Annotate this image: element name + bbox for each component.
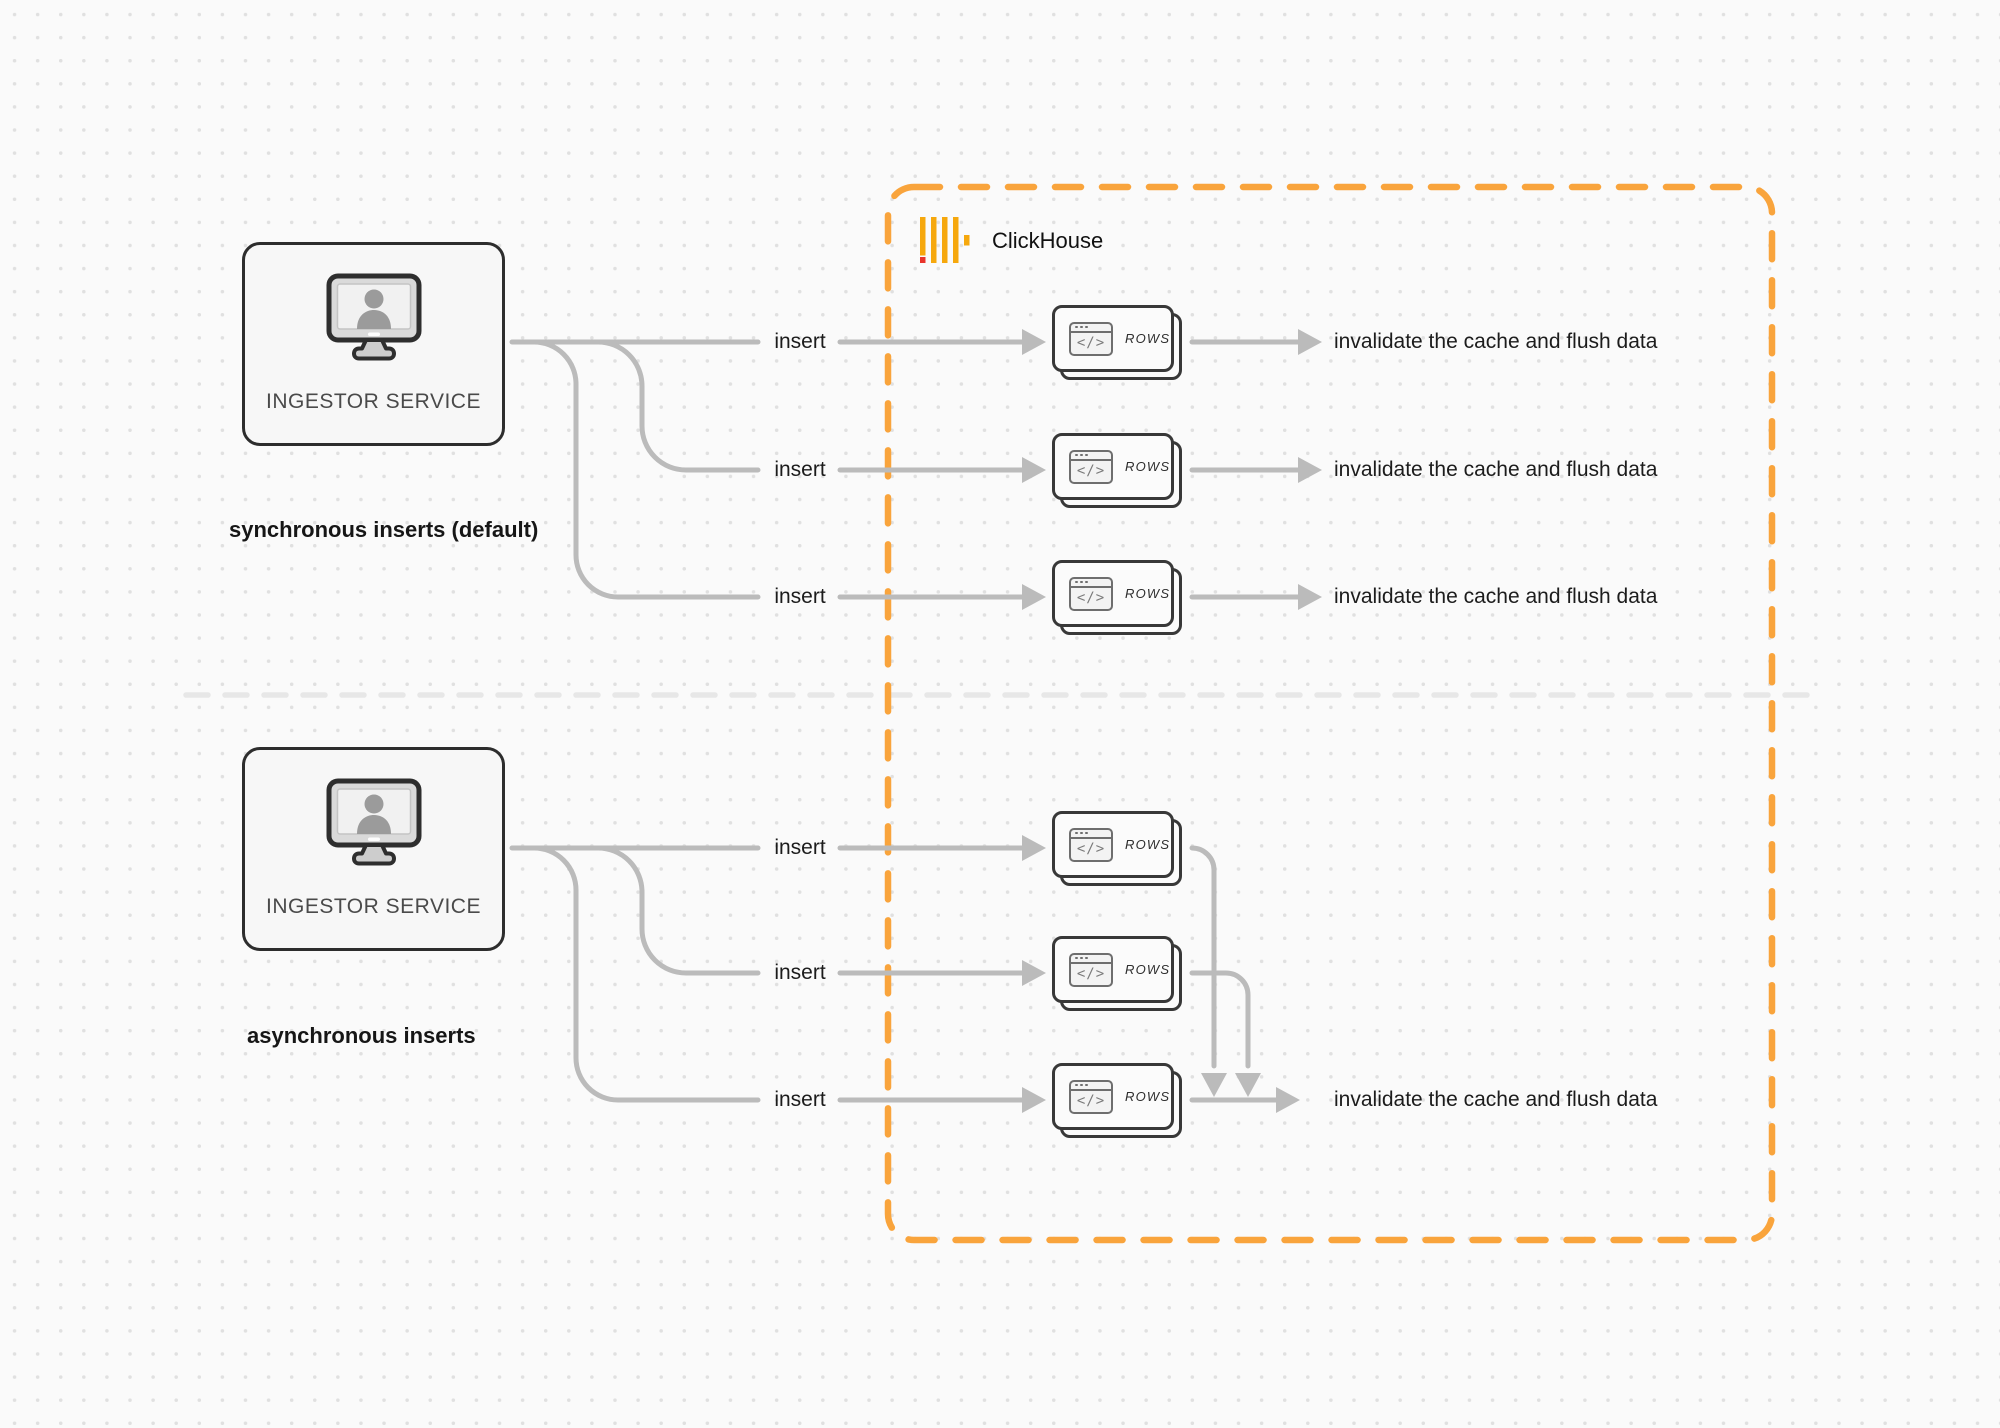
arrowhead-icon xyxy=(1022,584,1046,610)
async-merge-line-2 xyxy=(1189,970,1251,1069)
window-dots xyxy=(1071,830,1111,839)
sync-branch-row2 xyxy=(595,339,761,473)
arrowheads xyxy=(1022,329,1322,1113)
rows-card: </> ROWS xyxy=(1052,305,1182,380)
rows-card: </> ROWS xyxy=(1052,811,1182,886)
rows-label: ROWS xyxy=(1125,1089,1171,1104)
window-dots xyxy=(1071,324,1111,333)
code-glyph: </> xyxy=(1076,334,1106,351)
code-glyph: </> xyxy=(1076,840,1106,857)
result-label: invalidate the cache and flush data xyxy=(1334,330,1658,353)
code-glyph: </> xyxy=(1076,1092,1106,1109)
code-glyph: </> xyxy=(1076,462,1106,479)
sync-connectors xyxy=(509,339,1301,600)
sync-caption: synchronous inserts (default) xyxy=(229,517,539,542)
rows-card: </> ROWS xyxy=(1052,1063,1182,1138)
arrowhead-icon xyxy=(1022,835,1046,861)
window-dots xyxy=(1071,452,1111,461)
arrowhead-icon xyxy=(1298,584,1322,610)
arrowhead-icon xyxy=(1022,960,1046,986)
code-window-icon: </> xyxy=(1069,321,1113,356)
arrowhead-down-icon xyxy=(1201,1073,1227,1097)
rows-label: ROWS xyxy=(1125,962,1171,977)
ingestor-service-box-async: INGESTOR SERVICE xyxy=(242,747,505,951)
arrowhead-icon xyxy=(1298,457,1322,483)
arrowhead-icon xyxy=(1298,329,1322,355)
insert-label: insert xyxy=(774,585,826,608)
sync-branch-row3 xyxy=(531,339,761,600)
insert-label: insert xyxy=(774,1088,826,1111)
async-caption: asynchronous inserts xyxy=(247,1023,476,1048)
code-glyph: </> xyxy=(1076,965,1106,982)
ingestor-service-box-sync: INGESTOR SERVICE xyxy=(242,242,505,446)
window-dots xyxy=(1071,1082,1111,1091)
code-window-icon: </> xyxy=(1069,1079,1113,1114)
insert-label: insert xyxy=(774,836,826,859)
result-label: invalidate the cache and flush data xyxy=(1334,585,1658,608)
rows-card: </> ROWS xyxy=(1052,433,1182,508)
code-window-icon: </> xyxy=(1069,952,1113,987)
insert-label: insert xyxy=(774,458,826,481)
rows-label: ROWS xyxy=(1125,331,1171,346)
window-dots xyxy=(1071,955,1111,964)
arrowhead-icon xyxy=(1022,329,1046,355)
arrowhead-icon xyxy=(1022,1087,1046,1113)
window-dots xyxy=(1071,579,1111,588)
service-label: INGESTOR SERVICE xyxy=(266,895,481,918)
rows-card: </> ROWS xyxy=(1052,936,1182,1011)
code-glyph: </> xyxy=(1076,589,1106,606)
arrowhead-down-icon xyxy=(1235,1073,1261,1097)
insert-label: insert xyxy=(774,961,826,984)
rows-label: ROWS xyxy=(1125,586,1171,601)
rows-card: </> ROWS xyxy=(1052,560,1182,635)
rows-label: ROWS xyxy=(1125,837,1171,852)
result-label: invalidate the cache and flush data xyxy=(1334,458,1658,481)
code-window-icon: </> xyxy=(1069,576,1113,611)
async-branch-row3 xyxy=(531,845,761,1103)
code-window-icon: </> xyxy=(1069,827,1113,862)
clickhouse-boundary-box xyxy=(884,183,1776,1244)
rows-label: ROWS xyxy=(1125,459,1171,474)
monitor-user-icon xyxy=(326,778,422,873)
clickhouse-logo-icon xyxy=(920,217,972,268)
async-connectors xyxy=(509,845,1279,1103)
result-label: invalidate the cache and flush data xyxy=(1334,1088,1658,1111)
insert-label: insert xyxy=(774,330,826,353)
service-label: INGESTOR SERVICE xyxy=(266,390,481,413)
arrowhead-icon xyxy=(1022,457,1046,483)
clickhouse-label: ClickHouse xyxy=(992,228,1104,253)
async-branch-row2 xyxy=(595,845,761,976)
code-window-icon: </> xyxy=(1069,449,1113,484)
arrowhead-icon xyxy=(1276,1087,1300,1113)
monitor-user-icon xyxy=(326,273,422,368)
async-merge-line-1 xyxy=(1189,845,1217,1069)
